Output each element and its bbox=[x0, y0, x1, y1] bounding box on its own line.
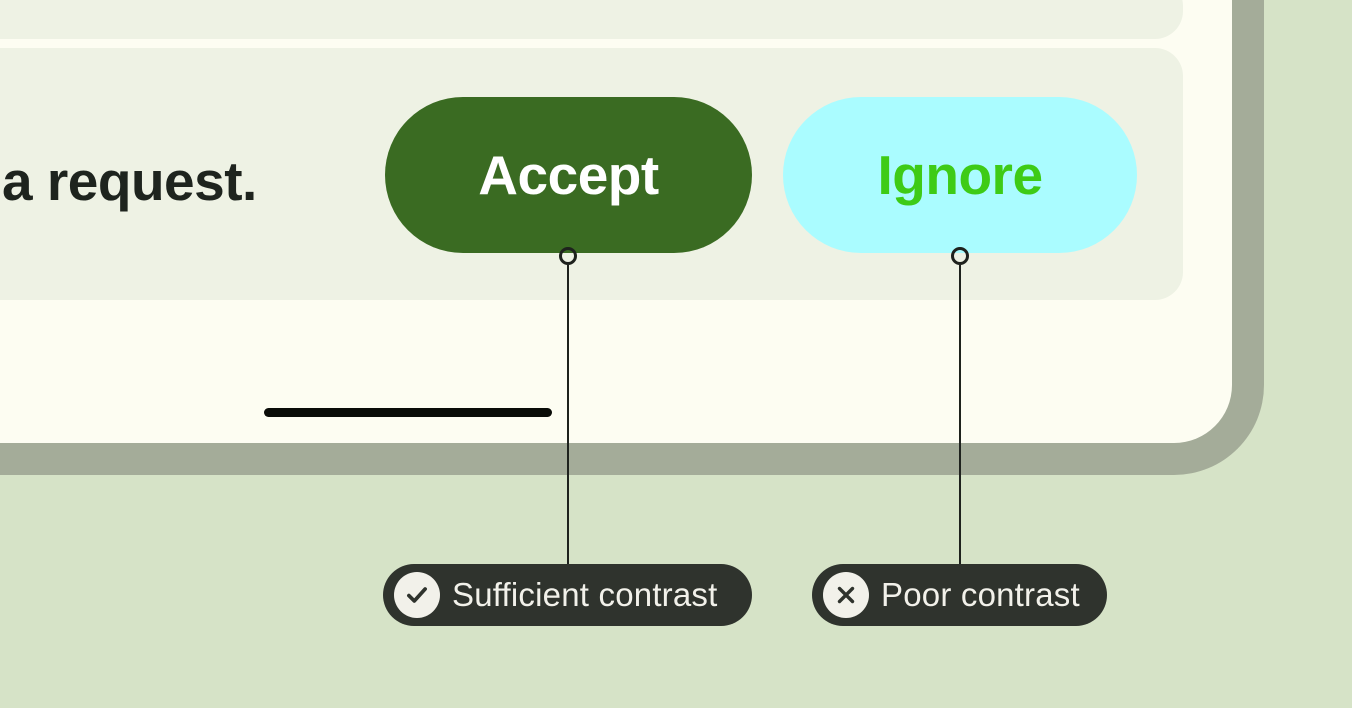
text-placeholder-bar bbox=[264, 408, 552, 417]
connector-dot-accept bbox=[559, 247, 577, 265]
accept-button[interactable]: Accept bbox=[385, 97, 752, 253]
ignore-button[interactable]: Ignore bbox=[783, 97, 1137, 253]
message-text: a request. bbox=[2, 150, 257, 212]
annotation-sufficient-contrast: Sufficient contrast bbox=[383, 564, 752, 626]
annotation-poor-contrast: Poor contrast bbox=[812, 564, 1107, 626]
connector-line-accept bbox=[567, 265, 569, 564]
connector-dot-ignore bbox=[951, 247, 969, 265]
top-panel bbox=[0, 0, 1183, 39]
x-icon bbox=[823, 572, 869, 618]
annotation-label: Poor contrast bbox=[881, 576, 1080, 613]
annotation-label: Sufficient contrast bbox=[452, 576, 718, 613]
check-icon bbox=[394, 572, 440, 618]
connector-line-ignore bbox=[959, 265, 961, 564]
